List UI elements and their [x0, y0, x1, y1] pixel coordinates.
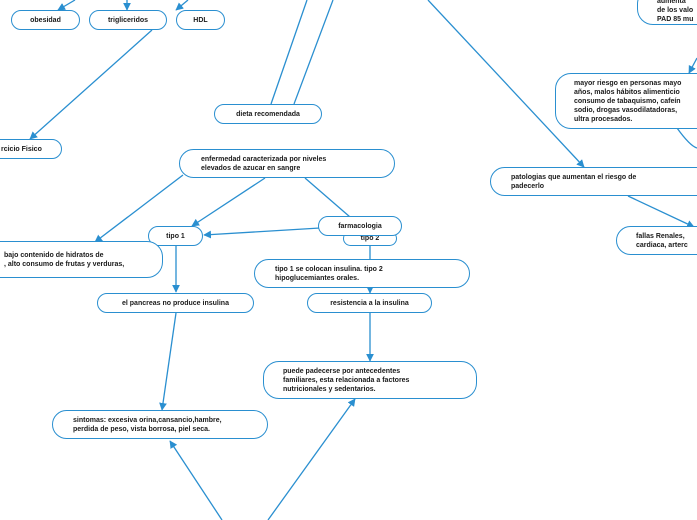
connector-top-dieta-a: [270, 0, 308, 105]
connector-enfermedad-farmacologia: [304, 177, 351, 218]
node-fallas-renales[interactable]: fallas Renales, cardiaca, arterc: [616, 226, 697, 255]
connector-farmacologia-tipo1: [203, 227, 321, 239]
connector-enfermedad-dieta-detalle: [94, 174, 184, 243]
connector-top-patologias: [427, 0, 585, 168]
node-dieta-recomendada[interactable]: dieta recomendada: [214, 104, 322, 124]
node-enfermedad[interactable]: enfermedad caracterizada por niveles ele…: [179, 149, 395, 178]
node-patologias[interactable]: patologias que aumentan el riesgo de pad…: [490, 167, 697, 196]
node-tratamiento-insulina[interactable]: tipo 1 se colocan insulina. tipo 2 hipog…: [254, 259, 470, 288]
connector-top-dieta-b: [293, 0, 334, 105]
node-farmacologia[interactable]: farmacologia: [318, 216, 402, 236]
connector-top-hdl: [175, 0, 189, 11]
node-top-right[interactable]: aumenta de los valo PAD 85 mu: [637, 0, 697, 25]
connector-bottom-sintomas: [169, 440, 223, 520]
node-ejercicio-fisico[interactable]: rcicio Fisico: [0, 139, 62, 159]
connector-patologias-fallas: [627, 195, 695, 228]
connector-top-right-mayor-riesgo: [688, 57, 697, 74]
connector-mayor-riesgo-right: [676, 127, 697, 149]
node-pancreas[interactable]: el pancreas no produce insulina: [97, 293, 254, 313]
node-hdl[interactable]: HDL: [176, 10, 225, 30]
node-dieta-detalle[interactable]: bajo contenido de hidratos de , alto con…: [0, 241, 163, 278]
node-trigliceridos[interactable]: trigliceridos: [89, 10, 167, 30]
connector-top-obesidad: [57, 0, 76, 11]
node-antecedentes[interactable]: puede padecerse por antecedentes familia…: [263, 361, 477, 399]
node-resistencia-insulina[interactable]: resistencia a la insulina: [307, 293, 432, 313]
node-mayor-riesgo[interactable]: mayor riesgo en personas mayo años, malo…: [555, 73, 697, 129]
connector-enfermedad-tipo1: [191, 177, 266, 227]
node-obesidad[interactable]: obesidad: [11, 10, 80, 30]
node-sintomas[interactable]: sintomas: excesiva orina,cansancio,hambr…: [52, 410, 268, 439]
node-tipo1[interactable]: tipo 1: [148, 226, 203, 246]
connector-pancreas-sintomas: [159, 312, 177, 411]
connector-bottom-antecedentes: [267, 398, 356, 520]
connector-trigliceridos-ejercicio: [29, 29, 153, 140]
